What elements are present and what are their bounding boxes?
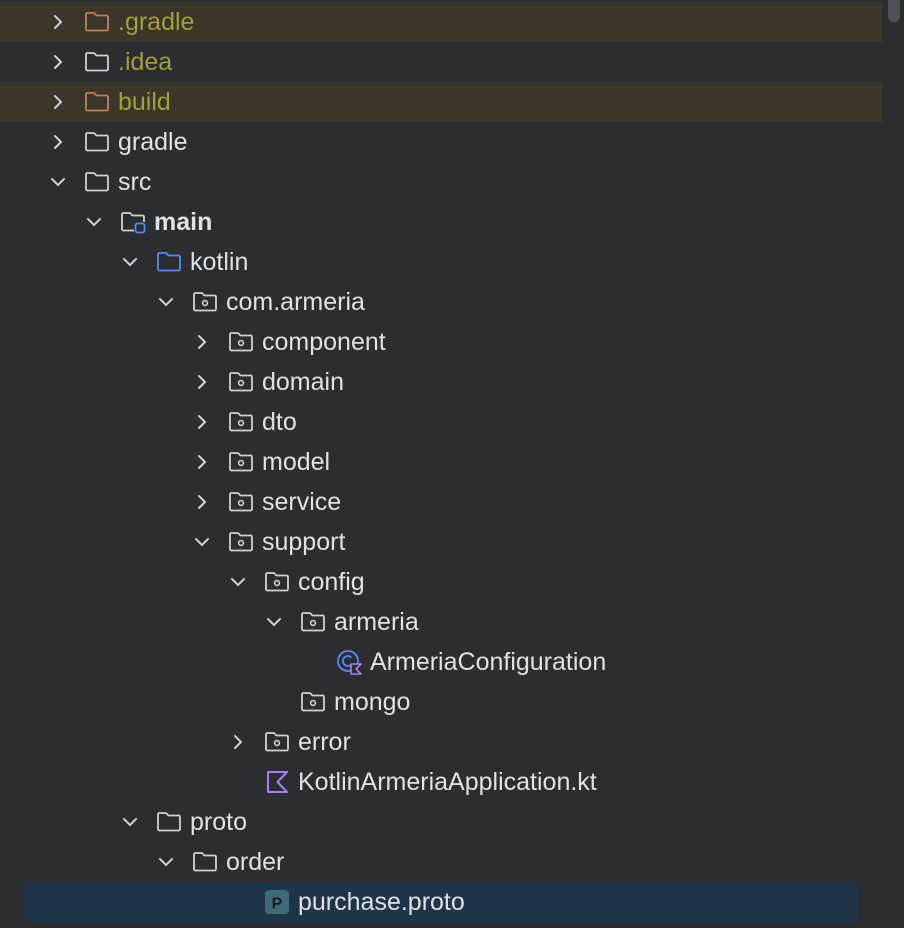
module-folder-icon [118, 208, 148, 236]
chevron-down-icon[interactable] [118, 810, 142, 834]
tree-item-domain[interactable]: domain [0, 362, 882, 402]
chevron-right-icon[interactable] [190, 490, 214, 514]
chevron-down-icon[interactable] [118, 250, 142, 274]
tree-item-gradle[interactable]: .gradle [0, 2, 882, 42]
tree-item-kotlin[interactable]: kotlin [0, 242, 882, 282]
package-icon [226, 448, 256, 476]
chevron-placeholder [298, 650, 322, 674]
folder-icon [82, 48, 112, 76]
tree-item-model[interactable]: model [0, 442, 882, 482]
chevron-down-icon[interactable] [190, 530, 214, 554]
tree-item-label: dto [262, 407, 297, 436]
kotlin-file-icon [262, 768, 292, 796]
tree-item-label: KotlinArmeriaApplication.kt [298, 767, 597, 796]
kotlin-class-icon [334, 648, 364, 676]
tree-item-label: domain [262, 367, 344, 396]
tree-item-dto[interactable]: dto [0, 402, 882, 442]
tree-item-kotlinarmeriaapplication-kt[interactable]: KotlinArmeriaApplication.kt [0, 762, 882, 802]
package-icon [226, 528, 256, 556]
proto-file-icon: P [262, 888, 292, 916]
tree-item-armeria[interactable]: armeria [0, 602, 882, 642]
tree-item-mongo[interactable]: mongo [0, 682, 882, 722]
folder-icon [82, 128, 112, 156]
chevron-down-icon[interactable] [154, 850, 178, 874]
package-icon [262, 728, 292, 756]
folder-icon [154, 808, 184, 836]
chevron-right-icon[interactable] [46, 130, 70, 154]
package-icon [190, 288, 220, 316]
scrollbar-thumb[interactable] [888, 0, 900, 22]
tree-item-main[interactable]: main [0, 202, 882, 242]
tree-item-label: proto [190, 807, 247, 836]
tree-item-src[interactable]: src [0, 162, 882, 202]
chevron-right-icon[interactable] [190, 370, 214, 394]
package-icon [298, 688, 328, 716]
chevron-right-icon[interactable] [46, 10, 70, 34]
tree-item-support[interactable]: support [0, 522, 882, 562]
chevron-down-icon[interactable] [82, 210, 106, 234]
chevron-right-icon[interactable] [190, 330, 214, 354]
chevron-down-icon[interactable] [262, 610, 286, 634]
tree-item-label: purchase.proto [298, 887, 465, 916]
tree-item-build[interactable]: build [0, 82, 882, 122]
chevron-placeholder [262, 690, 286, 714]
folder-icon [82, 168, 112, 196]
folder-excluded-icon [82, 8, 112, 36]
package-icon [226, 368, 256, 396]
tree-item-label: service [262, 487, 342, 516]
tree-item-label: com.armeria [226, 287, 365, 316]
tree-item-label: build [118, 87, 171, 116]
tree-item-label: model [262, 447, 331, 476]
tree-item-label: mongo [334, 687, 411, 716]
tree-item-order[interactable]: order [0, 842, 882, 882]
tree-item-armeriaconfiguration[interactable]: ArmeriaConfiguration [0, 642, 882, 682]
chevron-right-icon[interactable] [226, 730, 250, 754]
chevron-placeholder [226, 890, 250, 914]
tree-item-service[interactable]: service [0, 482, 882, 522]
package-icon [298, 608, 328, 636]
package-icon [226, 328, 256, 356]
chevron-down-icon[interactable] [154, 290, 178, 314]
source-root-folder-icon [154, 248, 184, 276]
vertical-scrollbar[interactable] [882, 0, 904, 928]
tree-item-label: .gradle [118, 7, 195, 36]
tree-item-label: config [298, 567, 365, 596]
tree-item-idea[interactable]: .idea [0, 42, 882, 82]
chevron-right-icon[interactable] [190, 410, 214, 434]
tree-item-label: armeria [334, 607, 419, 636]
package-icon [262, 568, 292, 596]
tree-item-label: error [298, 727, 351, 756]
package-icon [226, 408, 256, 436]
folder-excluded-icon [82, 88, 112, 116]
tree-item-config[interactable]: config [0, 562, 882, 602]
chevron-down-icon[interactable] [46, 170, 70, 194]
chevron-right-icon[interactable] [46, 50, 70, 74]
chevron-down-icon[interactable] [226, 570, 250, 594]
tree-item-label: kotlin [190, 247, 249, 276]
chevron-right-icon[interactable] [190, 450, 214, 474]
tree-item-error[interactable]: error [0, 722, 882, 762]
tree-item-label: order [226, 847, 285, 876]
tree-item-label: .idea [118, 47, 173, 76]
tree-item-com-armeria[interactable]: com.armeria [0, 282, 882, 322]
tree-item-gradle[interactable]: gradle [0, 122, 882, 162]
folder-icon [190, 848, 220, 876]
tree-item-label: main [154, 207, 213, 236]
chevron-placeholder [226, 770, 250, 794]
tree-item-label: gradle [118, 127, 188, 156]
tree-item-label: component [262, 327, 386, 356]
svg-text:P: P [272, 896, 283, 913]
package-icon [226, 488, 256, 516]
tree-item-component[interactable]: component [0, 322, 882, 362]
tree-item-label: ArmeriaConfiguration [370, 647, 607, 676]
chevron-right-icon[interactable] [46, 90, 70, 114]
tree-item-proto[interactable]: proto [0, 802, 882, 842]
tree-item-label: src [118, 167, 152, 196]
tree-item-label: support [262, 527, 346, 556]
